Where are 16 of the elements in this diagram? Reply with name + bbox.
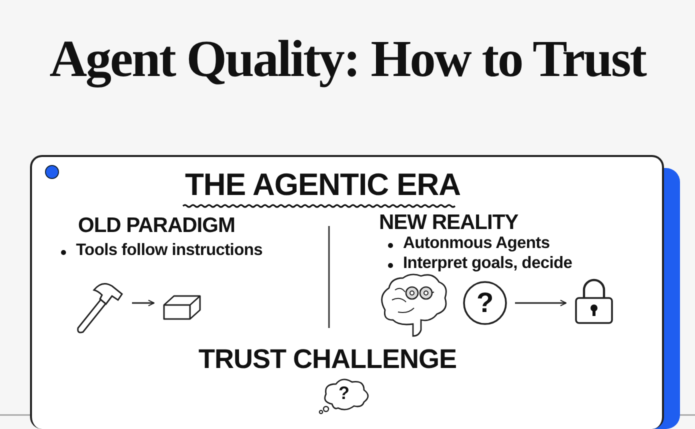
question-circle bbox=[463, 281, 507, 325]
arrow bbox=[132, 300, 155, 306]
column-heading: OLD PARADIGM bbox=[78, 213, 235, 238]
column-heading: NEW REALITY bbox=[379, 210, 518, 236]
arrow bbox=[515, 300, 567, 306]
question-mark: ? bbox=[338, 382, 350, 404]
section-heading: THE AGENTIC ERA bbox=[185, 166, 461, 204]
bullet-text: Autonmous Agents bbox=[403, 234, 550, 254]
thought-bubble bbox=[318, 378, 370, 414]
question-mark: ? bbox=[475, 286, 495, 320]
bullet-text: Tools follow instructions bbox=[76, 241, 263, 261]
section-heading: TRUST CHALLENGE bbox=[198, 343, 458, 376]
title: Agent Quality: How to Trust bbox=[48, 30, 648, 90]
padlock-icon bbox=[574, 276, 614, 324]
block-icon bbox=[162, 293, 202, 321]
bullet-text: Interpret goals, decide bbox=[403, 254, 572, 274]
